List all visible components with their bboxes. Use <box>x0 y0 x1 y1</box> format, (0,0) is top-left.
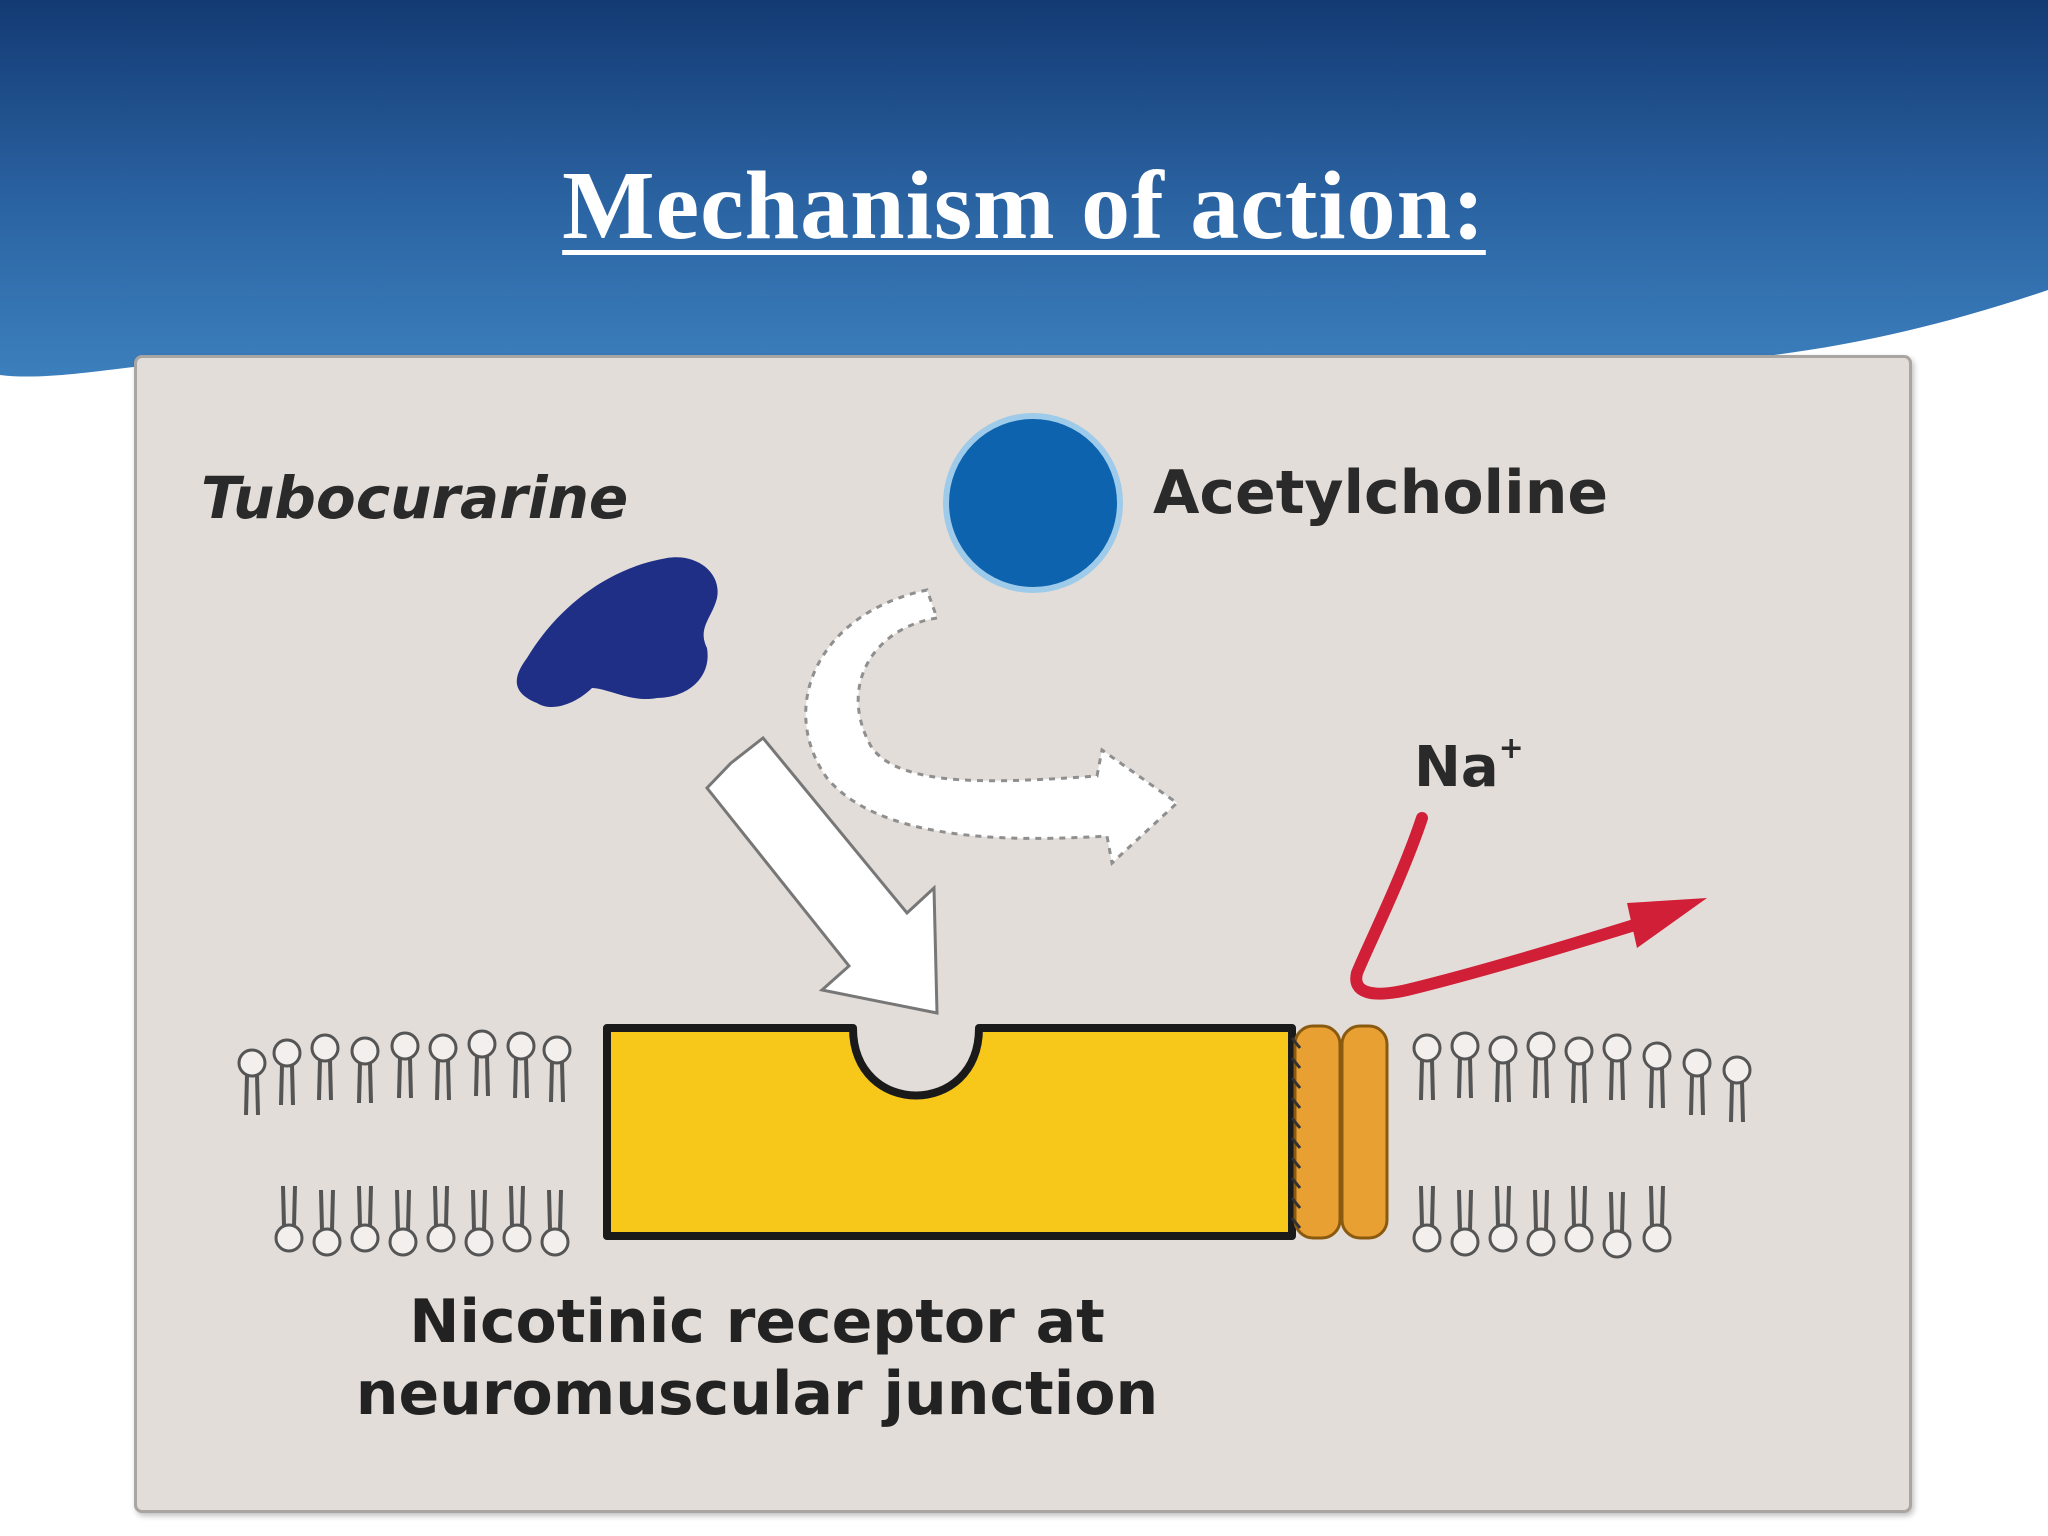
slide-title: Mechanism of action: <box>562 152 1486 260</box>
lipid-bilayer-left <box>237 1029 572 1257</box>
header-band <box>0 0 2048 440</box>
receptor-caption-line1: Nicotinic receptor at <box>409 1287 1105 1357</box>
sodium-charge: + <box>1498 731 1524 767</box>
receptor-caption-line2: neuromuscular junction <box>355 1359 1159 1429</box>
tubocurarine-arrow <box>705 735 939 1015</box>
receptor-caption: Nicotinic receptor at neuromuscular junc… <box>137 1286 1377 1430</box>
tubocurarine-molecule <box>516 557 718 708</box>
sodium-arrow <box>1350 812 1707 1000</box>
sodium-label: Na+ <box>1414 731 1524 800</box>
diagram-panel: Tubocurarine Acetylcholine Na+ Nicotinic… <box>134 355 1912 1513</box>
acetylcholine-molecule <box>943 413 1123 593</box>
sodium-symbol: Na <box>1414 735 1499 800</box>
ion-channel <box>1290 1024 1389 1240</box>
lipid-bilayer-right <box>1412 1031 1752 1259</box>
dashed-arrow-acetylcholine <box>804 588 1180 866</box>
acetylcholine-label: Acetylcholine <box>1153 458 1609 528</box>
nicotinic-receptor <box>603 1024 1296 1240</box>
tubocurarine-label: Tubocurarine <box>201 464 629 532</box>
